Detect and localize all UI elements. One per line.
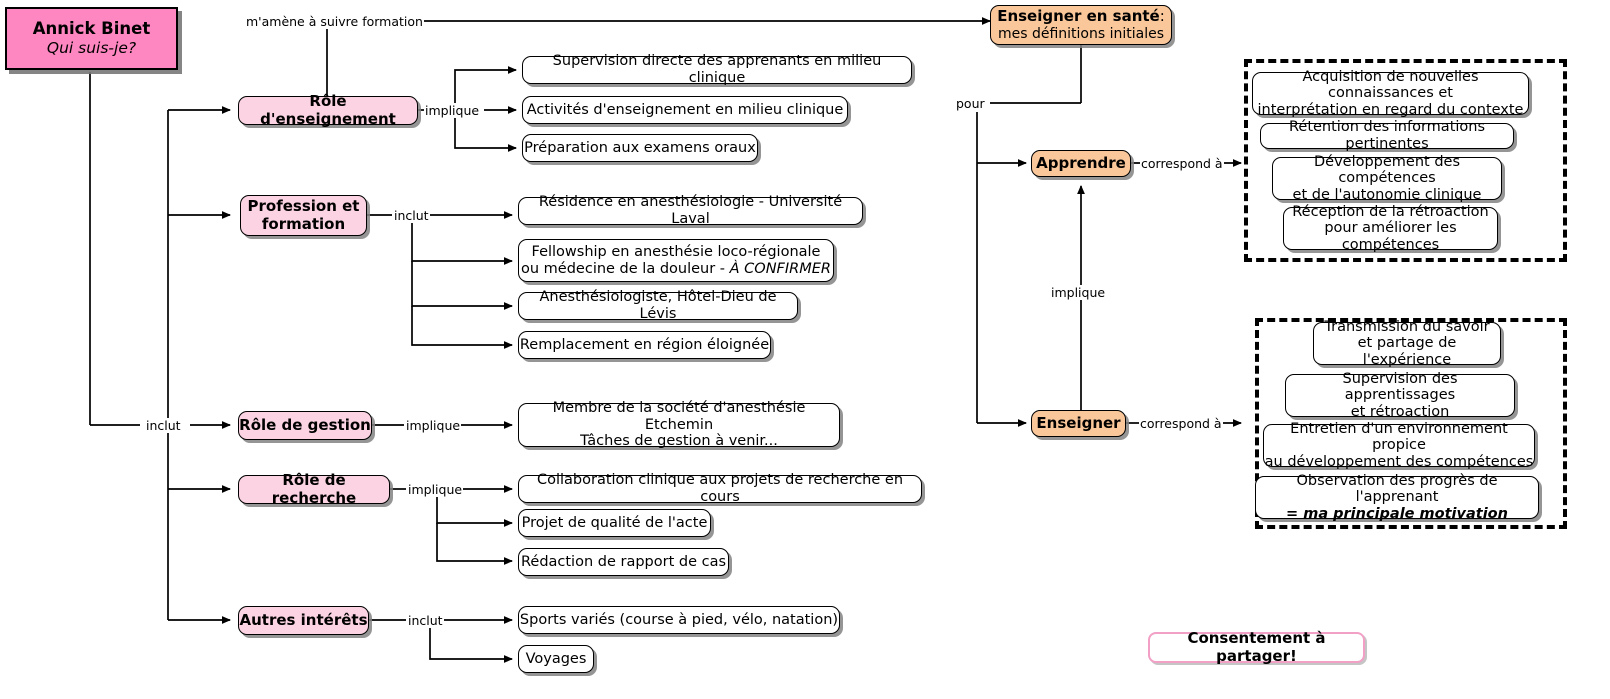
connector-label-implique-gestion: implique — [405, 418, 462, 433]
consent-badge[interactable]: Consentement à partager! — [1148, 629, 1365, 665]
item-line2: interprétation en regard du contexte — [1257, 101, 1524, 118]
item-line1: Rétention des informations pertinentes — [1288, 119, 1486, 152]
connector-label-inclut-interets: inclut — [407, 613, 444, 628]
leaf-residence-anesthesiologie[interactable]: Résidence en anesthésiologie - Universit… — [518, 194, 863, 227]
item-line2: et de l'autonomie clinique — [1292, 186, 1482, 203]
root-subtitle: Qui suis-je? — [46, 38, 137, 57]
item-line1: Développement des compétences — [1313, 153, 1461, 187]
dashed-group-apprendre — [1244, 59, 1567, 262]
leaf-text: Rédaction de rapport de cas — [520, 553, 727, 570]
item-line1: Acquisition de nouvelles connaissances e… — [1302, 68, 1479, 102]
leaf-text: Activités d'enseignement en milieu clini… — [526, 101, 844, 118]
connector-label-correspond-enseigner: correspond à — [1139, 416, 1223, 431]
leaf-projet-qualite[interactable]: Projet de qualité de l'acte — [518, 509, 711, 537]
consent-label: Consentement à partager! — [1187, 629, 1326, 665]
role-label-gestion: Rôle de gestion — [239, 415, 371, 434]
role-node-recherche[interactable]: Rôle de recherche — [238, 471, 390, 507]
connector-label-inclut-root: inclut — [145, 418, 182, 433]
leaf-sports-varies[interactable]: Sports variés (course à pied, vélo, nata… — [518, 606, 840, 634]
central-node-enseigner-en-sante[interactable]: Enseigner en santé: mes définitions init… — [990, 5, 1172, 45]
leaf-text: Anesthésiologiste, Hôtel-Dieu de Lévis — [539, 289, 777, 322]
role-label-recherche: Rôle de recherche — [271, 471, 357, 507]
item-line1: Observation des progrès de l'apprenant — [1296, 472, 1498, 506]
enseigner-item-entretien[interactable]: Entretien d'un environnement propice au … — [1263, 420, 1535, 470]
role-node-autres-interets[interactable]: Autres intérêts — [238, 606, 369, 635]
leaf-text-line1: Fellowship en anesthésie loco-régionale — [531, 243, 821, 260]
enseigner-item-observation[interactable]: Observation des progrès de l'apprenant =… — [1255, 472, 1539, 522]
leaf-collaboration-clinique[interactable]: Collaboration clinique aux projets de re… — [518, 472, 922, 505]
role-label-autres-interets: Autres intérêts — [239, 610, 368, 629]
role-node-profession[interactable]: Profession et formation — [240, 195, 367, 236]
leaf-text: Préparation aux examens oraux — [524, 139, 756, 156]
concept-node-apprendre[interactable]: Apprendre — [1031, 150, 1131, 177]
leaf-remplacement-region[interactable]: Remplacement en région éloignée — [518, 331, 771, 359]
item-line2: pour améliorer les compétences — [1324, 220, 1457, 253]
connector-label-correspond-apprendre: correspond à — [1140, 156, 1224, 171]
role-node-enseignement[interactable]: Rôle d'enseignement — [238, 92, 418, 128]
apprendre-item-retention[interactable]: Rétention des informations pertinentes — [1260, 119, 1514, 152]
leaf-text-line2: ou médecine de la douleur - À CONFIRMER — [521, 260, 831, 277]
item-line2: et rétroaction — [1350, 403, 1450, 420]
role-label-profession: Profession et formation — [247, 197, 360, 233]
item-line1: Supervision des apprentissages — [1342, 370, 1458, 404]
item-line1: Transmission du savoir — [1324, 318, 1490, 335]
root-name: Annick Binet — [32, 18, 151, 38]
enseigner-item-supervision[interactable]: Supervision des apprentissages et rétroa… — [1285, 370, 1515, 420]
dashed-group-enseigner — [1255, 318, 1567, 529]
concept-node-enseigner[interactable]: Enseigner — [1031, 410, 1126, 437]
leaf-fellowship[interactable]: Fellowship en anesthésie loco-régionale … — [518, 239, 834, 282]
apprendre-item-developpement[interactable]: Développement des compétences et de l'au… — [1272, 153, 1502, 203]
leaf-text-line1: Membre de la société d'anesthésie Etchem… — [552, 400, 806, 433]
leaf-text: Sports variés (course à pied, vélo, nata… — [519, 611, 839, 628]
enseigner-item-transmission[interactable]: Transmission du savoir et partage de l'e… — [1313, 318, 1501, 368]
leaf-text: Collaboration clinique aux projets de re… — [536, 472, 904, 505]
leaf-text: Voyages — [525, 650, 587, 667]
leaf-membre-societe-anesthesie[interactable]: Membre de la société d'anesthésie Etchem… — [518, 400, 840, 450]
apprendre-item-reception[interactable]: Réception de la rétroaction pour amélior… — [1283, 203, 1498, 253]
connector-label-implique-enseignement: implique — [424, 103, 481, 118]
item-line1: Entretien d'un environnement propice — [1290, 420, 1508, 454]
central-label: Enseigner en santé: — [997, 7, 1165, 26]
leaf-supervision-directe[interactable]: Supervision directe des apprenants en mi… — [522, 53, 912, 86]
leaf-text: Remplacement en région éloignée — [519, 336, 770, 353]
connector-label-implique-recherche: implique — [407, 482, 464, 497]
leaf-activites-enseignement[interactable]: Activités d'enseignement en milieu clini… — [522, 96, 848, 124]
item-line2: au développement des compétences — [1264, 453, 1534, 470]
concept-label-enseigner: Enseigner — [1036, 413, 1121, 432]
connector-label-mamene: m'amène à suivre formation — [245, 14, 424, 29]
connector-label-pour: pour — [955, 96, 986, 111]
role-label-enseignement: Rôle d'enseignement — [260, 92, 396, 128]
leaf-voyages[interactable]: Voyages — [518, 645, 594, 673]
leaf-text: Supervision directe des apprenants en mi… — [552, 53, 882, 86]
apprendre-item-acquisition[interactable]: Acquisition de nouvelles connaissances e… — [1252, 68, 1529, 118]
central-subtitle: mes définitions initiales — [997, 25, 1165, 42]
leaf-redaction-rapport[interactable]: Rédaction de rapport de cas — [518, 548, 729, 576]
leaf-preparation-examens[interactable]: Préparation aux examens oraux — [522, 134, 758, 162]
item-line2: et partage de l'expérience — [1357, 335, 1457, 368]
leaf-text-line2: Tâches de gestion à venir... — [580, 433, 778, 450]
root-node-annick-binet[interactable]: Annick Binet Qui suis-je? — [5, 7, 178, 70]
connector-label-implique-vertical: implique — [1050, 285, 1107, 300]
leaf-anesthesiologiste-hotel-dieu[interactable]: Anesthésiologiste, Hôtel-Dieu de Lévis — [518, 289, 798, 322]
connector-label-inclut-profession: inclut — [393, 208, 430, 223]
leaf-text: Résidence en anesthésiologie - Universit… — [538, 194, 843, 227]
role-node-gestion[interactable]: Rôle de gestion — [238, 411, 372, 440]
item-line2-emphasis: = ma principale motivation — [1286, 505, 1508, 522]
leaf-text: Projet de qualité de l'acte — [521, 514, 708, 531]
concept-label-apprendre: Apprendre — [1036, 153, 1126, 172]
item-line1: Réception de la rétroaction — [1292, 203, 1489, 220]
